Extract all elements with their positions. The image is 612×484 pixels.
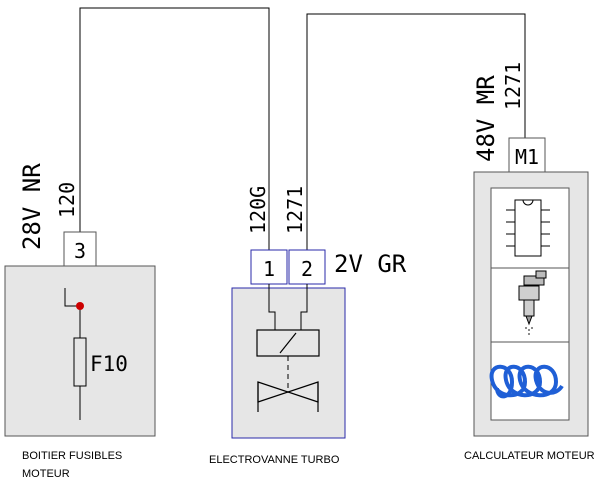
injector-icon (518, 270, 547, 335)
wires (79, 7, 526, 250)
solenoid-valve: 1 2 120G 1271 2V GR ELECTROVANNE TURBO (209, 186, 407, 466)
fuse-box-pin: 3 (74, 239, 86, 263)
solenoid-pin2: 2 (301, 257, 313, 281)
engine-ecu-pin: M1 (515, 145, 539, 169)
solenoid-pin1-box (250, 249, 288, 285)
wire-120-number: 120 (55, 182, 79, 218)
fuse-junction-dot (76, 302, 84, 310)
wire-120G-number: 120G (246, 186, 270, 234)
wire-1271-number-valve: 1271 (283, 186, 307, 234)
wire-120 (79, 7, 270, 250)
ic-chip-icon (506, 199, 550, 257)
coil-spring-icon (489, 364, 564, 399)
engine-ecu-label: CALCULATEUR MOTEUR (464, 450, 595, 462)
wire-1271 (306, 13, 526, 250)
fuse-box-label-line2: MOTEUR (22, 468, 70, 480)
wire-48V-spec: 48V MR (472, 75, 500, 162)
wire-120-spec: 28V NR (18, 163, 46, 250)
solenoid-valve-label: ELECTROVANNE TURBO (209, 454, 340, 466)
solenoid-pin1: 1 (263, 257, 275, 281)
fuse-box-connector (63, 231, 97, 267)
valve-icon (257, 381, 319, 412)
fuse-icon (64, 288, 87, 420)
wire-1271-number-ecu: 1271 (501, 62, 525, 110)
engine-ecu: M1 48V MR 1271 C (464, 62, 595, 462)
engine-ecu-connector (508, 137, 546, 173)
fuse-box-label-line1: BOITIER FUSIBLES (22, 450, 122, 462)
fuse-label: F10 (90, 352, 128, 376)
solenoid-valve-body (231, 287, 346, 439)
solenoid-connector-spec: 2V GR (334, 250, 407, 278)
solenoid-coil-icon (256, 329, 320, 357)
fuse-box: 3 F10 28V NR 120 BOITIER FUSIBLES MOTEUR (4, 163, 156, 480)
